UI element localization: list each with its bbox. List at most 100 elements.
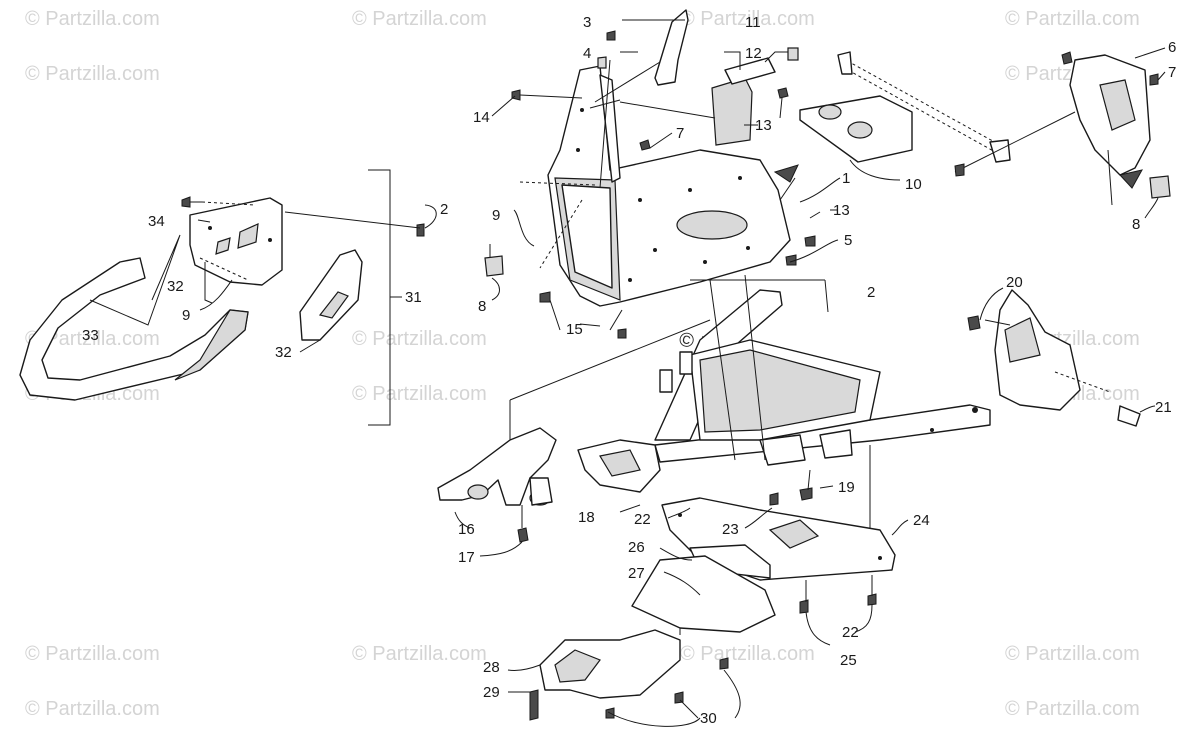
leader bbox=[744, 507, 773, 529]
callout-29: 29 bbox=[483, 684, 500, 701]
leader bbox=[89, 234, 181, 326]
leader bbox=[599, 59, 611, 189]
leader bbox=[491, 95, 516, 117]
front-bulkhead bbox=[484, 9, 841, 339]
leader bbox=[809, 211, 821, 219]
watermark: © Partzilla.com bbox=[25, 328, 160, 350]
bolt-hole bbox=[580, 108, 584, 112]
bracket-20-face bbox=[1004, 317, 1041, 363]
leader bbox=[204, 262, 213, 304]
leader bbox=[1134, 47, 1166, 59]
bracket-cutout bbox=[215, 237, 231, 255]
leader bbox=[799, 177, 841, 203]
nut-13 bbox=[804, 235, 816, 247]
bolt-hole bbox=[972, 407, 978, 413]
bolt-15 bbox=[617, 328, 627, 339]
bolt-hole bbox=[638, 198, 642, 202]
screw bbox=[1061, 51, 1073, 65]
callout-28: 28 bbox=[483, 659, 500, 676]
leader bbox=[579, 323, 601, 327]
callout-31: 31 bbox=[405, 289, 422, 306]
spindle-left bbox=[437, 319, 711, 557]
arrow-indicator bbox=[773, 164, 799, 183]
leader bbox=[667, 507, 691, 519]
watermark: © Partzilla.com bbox=[680, 643, 815, 665]
screw-3 bbox=[606, 30, 616, 41]
callout-8: 8 bbox=[478, 298, 486, 315]
bolt-hole bbox=[703, 260, 707, 264]
leader bbox=[979, 287, 1004, 321]
bolt-hole bbox=[878, 556, 882, 560]
leader bbox=[284, 211, 421, 229]
leader bbox=[724, 51, 741, 70]
watermark: © Partzilla.com bbox=[25, 698, 160, 720]
spindle-16 bbox=[437, 427, 557, 506]
callout-14: 14 bbox=[473, 109, 490, 126]
bolt bbox=[954, 163, 965, 177]
callout-32: 32 bbox=[167, 278, 184, 295]
bolt-15 bbox=[539, 291, 551, 303]
leader bbox=[854, 604, 873, 633]
callout-22: 22 bbox=[634, 511, 651, 528]
callout-17: 17 bbox=[458, 549, 475, 566]
callout-15: 15 bbox=[566, 321, 583, 338]
rail-end bbox=[989, 139, 1011, 163]
watermark: © Partzilla.com bbox=[1005, 643, 1140, 665]
leader bbox=[454, 511, 471, 529]
callout-12: 12 bbox=[745, 45, 762, 62]
callout-24: 24 bbox=[913, 512, 930, 529]
bolt-21 bbox=[1117, 405, 1141, 427]
callout-10: 10 bbox=[905, 176, 922, 193]
bumper-handle-end bbox=[174, 309, 249, 381]
callout-34: 34 bbox=[148, 213, 165, 230]
leader bbox=[663, 571, 701, 596]
leader bbox=[549, 299, 561, 331]
leader bbox=[659, 547, 693, 561]
leader bbox=[199, 257, 249, 281]
leader bbox=[594, 61, 661, 103]
nut-17 bbox=[517, 527, 529, 543]
callout-9: 9 bbox=[492, 207, 500, 224]
watermark: © Partzilla.com bbox=[25, 8, 160, 30]
leader bbox=[619, 504, 641, 513]
leader bbox=[649, 132, 673, 149]
leader bbox=[201, 201, 256, 206]
clip-4 bbox=[597, 56, 607, 69]
bracket-cutout bbox=[318, 291, 349, 319]
leader bbox=[789, 239, 839, 263]
leader bbox=[849, 159, 901, 181]
leader bbox=[513, 209, 535, 247]
callout-6: 6 bbox=[1168, 39, 1176, 56]
leader bbox=[519, 181, 596, 186]
spindle-boss bbox=[529, 477, 553, 506]
callout-3: 3 bbox=[583, 14, 591, 31]
leader bbox=[891, 519, 909, 536]
bolt-hole bbox=[653, 248, 657, 252]
bolt-hole bbox=[930, 428, 934, 432]
leader bbox=[1139, 405, 1156, 413]
leader bbox=[424, 204, 437, 229]
main-frame bbox=[577, 274, 991, 560]
module-connector bbox=[787, 47, 799, 61]
leader bbox=[479, 541, 523, 557]
module-12 bbox=[711, 77, 753, 146]
callout-11: 11 bbox=[745, 14, 761, 31]
leader bbox=[954, 111, 1076, 173]
callout-30: 30 bbox=[700, 710, 717, 727]
watermark: © Partzilla.com bbox=[1005, 8, 1140, 30]
leader bbox=[199, 279, 233, 311]
bracket-6-face bbox=[1099, 79, 1136, 131]
callout-8: 8 bbox=[1132, 216, 1140, 233]
screw-shank bbox=[519, 94, 583, 99]
bolt-25 bbox=[799, 599, 809, 614]
leader bbox=[607, 711, 701, 727]
bolt-hole bbox=[628, 278, 632, 282]
upper-plate bbox=[799, 95, 913, 181]
module-wire bbox=[764, 51, 790, 63]
callout-13: 13 bbox=[833, 202, 850, 219]
bolt-29 bbox=[529, 689, 539, 721]
frame-interior bbox=[699, 349, 861, 433]
watermark: © Partzilla.com bbox=[352, 8, 487, 30]
mount-tab bbox=[679, 351, 693, 375]
callout-19: 19 bbox=[838, 479, 855, 496]
